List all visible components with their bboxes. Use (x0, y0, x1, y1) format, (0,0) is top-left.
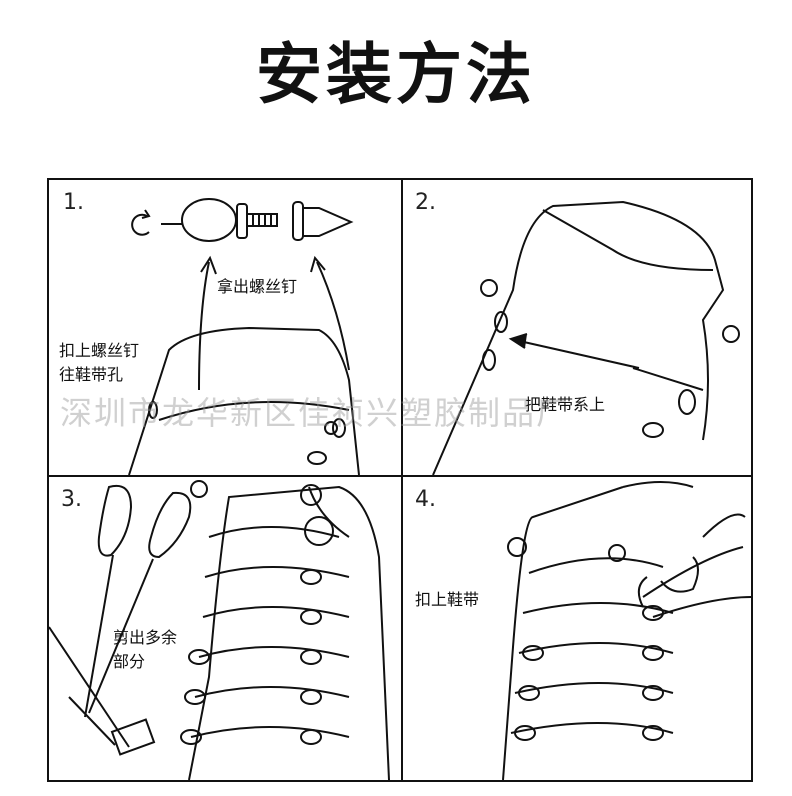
step-2-illustration (432, 200, 740, 475)
step-3-label-excess: 部分 (113, 652, 146, 671)
step-1-panel: 1. 拿出螺丝钉 扣上螺丝钉 往鞋带孔 (49, 180, 403, 477)
step-2-label-tie-lace: 把鞋带系上 (525, 395, 606, 414)
step-4-illustration (502, 481, 751, 780)
step-4-panel: 4. 扣上鞋带 (403, 477, 751, 780)
step-4-label-fasten-lace: 扣上鞋带 (415, 590, 480, 609)
step-3-number: 3. (61, 487, 82, 512)
step-1-label-lace-hole: 往鞋带孔 (59, 365, 124, 384)
instruction-grid: 1. 拿出螺丝钉 扣上螺丝钉 往鞋带孔 2. 把鞋带系上 (47, 178, 753, 782)
step-1-label-take-screw: 拿出螺丝钉 (217, 277, 298, 296)
step-4-number: 4. (415, 487, 436, 512)
step-2-number: 2. (415, 190, 436, 215)
step-3-panel: 3. 剪出多余 部分 (49, 477, 403, 780)
step-1-number: 1. (63, 190, 84, 215)
step-2-panel: 2. 把鞋带系上 (403, 180, 751, 477)
step-1-label-fasten-screw: 扣上螺丝钉 (59, 341, 140, 360)
step-3-label-cut: 剪出多余 (113, 628, 178, 647)
page-title: 安装方法 (256, 36, 536, 113)
step-3-illustration (49, 480, 390, 780)
step-1-illustration (128, 198, 360, 475)
